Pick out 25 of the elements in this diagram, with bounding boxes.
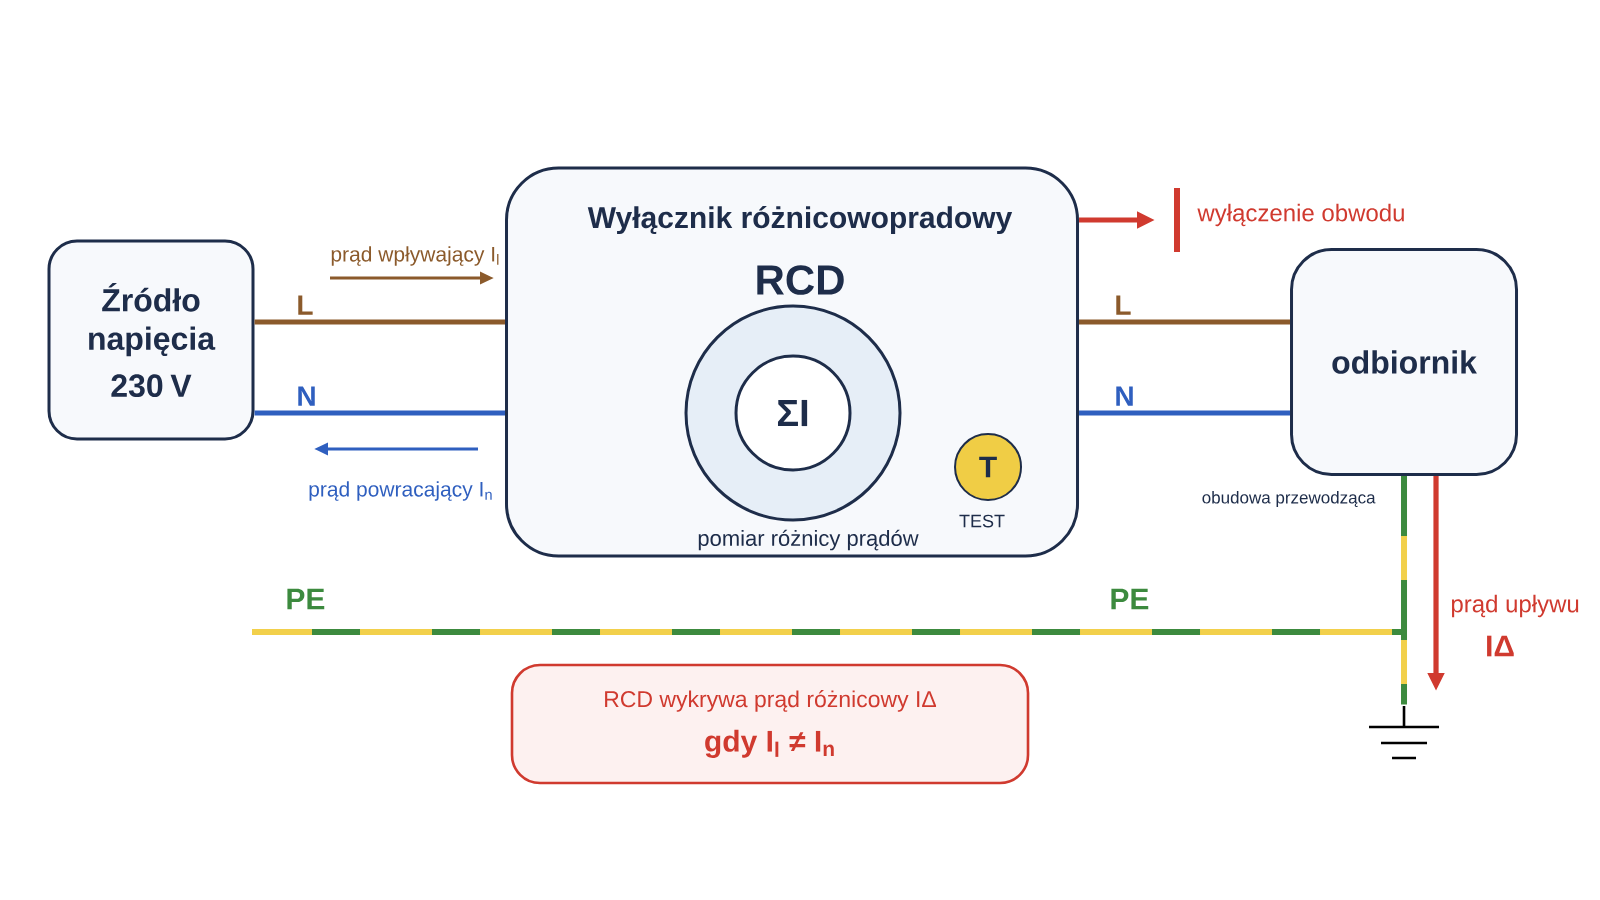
conductor-label: PE (287, 588, 325, 610)
conductor-label: PE (1111, 588, 1149, 610)
wire (254, 319, 505, 325)
current-label: prąd wpływający I$_{l}$ (331, 246, 499, 266)
test-button: T (954, 433, 1022, 501)
pe-conductor (1401, 476, 1407, 705)
button-caption: TEST (959, 514, 1005, 528)
part-label: obudowa przewodząca (1202, 491, 1376, 507)
edge-label: N (1116, 386, 1133, 406)
load-box: odbiornik (1290, 248, 1518, 476)
edge-label: L (1116, 295, 1131, 315)
edge-label: prąd upływu (1451, 594, 1579, 618)
current-label: prąd powracający I$_{n}$ (309, 481, 492, 501)
ground-symbol (1367, 704, 1441, 760)
heading: Wyłącznik różnicowopradowy (587, 205, 1013, 235)
wire (1079, 410, 1290, 416)
node-text: pomiar różnicy prądów (698, 529, 919, 551)
edge-label: N (298, 386, 315, 406)
edge-label: L (298, 295, 313, 315)
source-box: Źródło napięcia 230 V (47, 239, 255, 441)
heading: RCD (757, 265, 844, 295)
symbol-label: IΔ (1487, 635, 1514, 657)
wire (1079, 319, 1290, 325)
summary-box: RCD wykrywa prąd różnicowy IΔ gdy I$_{l}$ ≠ I$_{n}$ (510, 663, 1030, 785)
wire (254, 410, 505, 416)
